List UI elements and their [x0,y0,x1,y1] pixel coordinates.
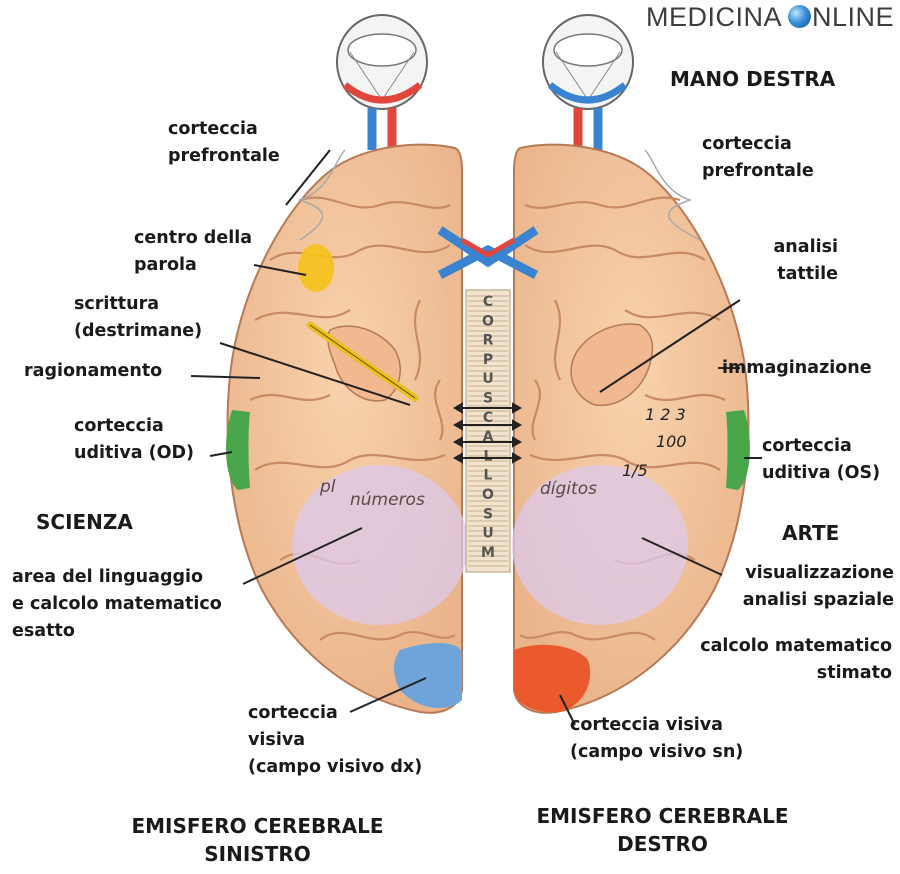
writing-line-2: (destrimane) [74,321,203,341]
left-visual-cortex-label: corteccia visiva (campo visivo dx) [248,700,422,781]
corpus-callosum-letter: R [483,333,494,349]
speech-line-2: parola [134,255,197,275]
right-hand-title: MANO DESTRA [670,67,836,91]
right-auditory-line-2: uditiva (OS) [762,463,881,483]
right-auditory-line-1: corteccia [762,436,852,456]
right-prefrontal-label: corteccia prefrontale [702,131,814,185]
right-visual-line-1: corteccia visiva [570,715,723,735]
right-visual-line-2: (campo visivo sn) [570,742,744,762]
reasoning-label: ragionamento [24,361,163,381]
counts-label: 1 2 3 [645,405,686,424]
left-visual-line-1: corteccia [248,703,338,723]
corpus-callosum-letter: O [482,487,494,503]
spatial-analysis-label: visualizzazione analisi spaziale [743,560,894,614]
corpus-callosum-letter: C [483,410,493,426]
left-prefrontal-line-2: prefrontale [168,146,280,166]
watermark-text-left: MEDICINA [645,2,782,32]
right-auditory-area [726,410,750,490]
tactile-line-2: tattile [777,264,838,284]
speech-center-area [298,244,334,292]
right-hemisphere [513,143,750,714]
right-hemisphere-line-1: EMISFERO CEREBRALE [536,804,789,828]
speech-line-1: centro della [134,228,253,248]
fraction-label: 1/5 [622,461,648,480]
art-label: ARTE [782,521,840,545]
corpus-callosum-letter: S [483,391,493,407]
leader-lines [190,149,762,726]
left-hemisphere-line-2: SINISTRO [204,842,311,866]
medicina-online-watermark: MEDICINA NLINE [646,2,894,33]
corpus-callosum-letter: U [482,371,493,387]
right-prefrontal-line-1: corteccia [702,134,792,154]
corpus-callosum-letter: C [483,294,493,310]
science-label: SCIENZA [36,510,133,534]
left-hemisphere-title: EMISFERO CEREBRALE SINISTRO [100,812,415,868]
right-auditory-label: corteccia uditiva (OS) [762,433,880,487]
language-area-label: area del linguaggio e calcolo matematico… [12,564,222,645]
right-visual-cortex-label: corteccia visiva (campo visivo sn) [570,712,743,766]
left-hand-illustration [306,321,419,402]
hundred-label: 100 [656,432,687,451]
corpus-callosum-letter: S [483,506,493,522]
writing-label: scrittura (destrimane) [74,291,202,345]
imagination-label: immaginazione [722,358,872,378]
writing-line-1: scrittura [74,294,160,314]
corpus-callosum-letter: P [483,352,493,368]
right-hemisphere-line-2: DESTRO [617,832,708,856]
globe-icon [787,5,811,28]
left-prefrontal-line-1: corteccia [168,119,258,139]
spatial-line-1: visualizzazione [745,563,894,583]
corpus-callosum-letter: L [484,468,493,484]
language-line-3: esatto [12,621,75,641]
watermark-text-right: NLINE [811,2,894,32]
estimate-line-1: calcolo matematico [700,636,892,656]
corpus-callosum-letter: A [483,429,494,445]
corpus-callosum-letter: M [481,545,495,561]
right-prefrontal-bracket [644,149,701,241]
left-gyri [249,196,456,641]
numbers-label: números [350,490,425,510]
tactile-line-1: analisi [773,237,839,257]
right-hemisphere-title: EMISFERO CEREBRALE DESTRO [505,802,820,858]
right-spatial-area [512,465,688,625]
left-auditory-line-1: corteccia [74,416,164,436]
right-visual-cortex [514,644,591,713]
left-auditory-label: corteccia uditiva (OD) [74,413,194,467]
left-visual-line-2: visiva [248,730,306,750]
estimated-math-label: calcolo matematico stimato [700,633,892,687]
spatial-line-2: analisi spaziale [742,590,894,610]
language-line-2: e calcolo matematico [12,594,222,614]
estimate-line-2: stimato [816,663,892,683]
left-hemisphere-line-1: EMISFERO CEREBRALE [131,814,384,838]
left-visual-line-3: (campo visivo dx) [248,757,423,777]
right-eye [542,14,634,150]
interhemispheric-arrows [452,402,523,464]
left-prefrontal-bracket [297,149,346,241]
left-auditory-line-2: uditiva (OD) [74,443,195,463]
right-prefrontal-line-2: prefrontale [702,161,814,181]
tactile-analysis-label: analisi tattile [774,234,839,288]
corpus-callosum-letter: U [482,526,493,542]
corpus-callosum-letter: O [482,313,494,329]
left-eye [336,14,428,150]
optic-chiasm [437,226,539,279]
digits-label: dígitos [540,479,597,499]
language-line-1: area del linguaggio [12,567,204,587]
left-language-area [292,465,468,625]
left-prefrontal-label: corteccia prefrontale [168,116,280,170]
left-auditory-area [226,410,250,490]
corpus-callosum-letter: L [484,448,493,464]
numbers-left-fragment: pl [319,477,336,497]
left-visual-cortex [394,643,462,709]
left-hemisphere [226,143,463,714]
speech-center-label: centro della parola [134,225,252,279]
